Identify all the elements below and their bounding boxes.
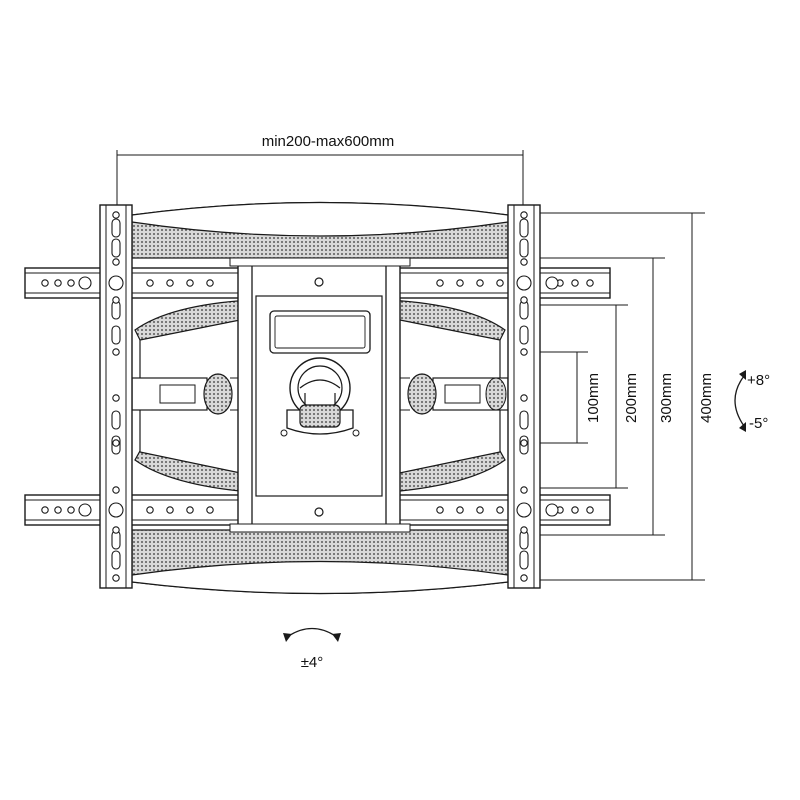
width-dimension: min200-max600mm — [116, 133, 524, 205]
tilt-indicator: +8° -5° — [734, 370, 770, 432]
upright-slot — [111, 550, 121, 570]
rail-hole — [476, 506, 484, 514]
upright-bolt — [516, 502, 532, 518]
upright-hole — [112, 394, 120, 402]
upright-hole — [520, 348, 528, 356]
rail-bolt — [545, 503, 559, 517]
rail-hole — [67, 279, 75, 287]
right-upright — [507, 204, 541, 589]
upright-slot — [519, 410, 529, 430]
rail-hole — [496, 279, 504, 287]
upright-slot — [111, 410, 121, 430]
rail-hole — [436, 506, 444, 514]
upright-hole — [520, 394, 528, 402]
upright-hole — [112, 348, 120, 356]
upright-hole — [112, 258, 120, 266]
upright-hole — [112, 439, 120, 447]
upright-bolt — [108, 275, 124, 291]
upright-slot — [111, 238, 121, 258]
left-upright — [99, 204, 133, 589]
upright-hole — [112, 211, 120, 219]
rail-hole — [476, 279, 484, 287]
upright-hole — [520, 211, 528, 219]
rail-hole — [166, 279, 174, 287]
upright-hole — [520, 296, 528, 304]
upright-slot — [111, 218, 121, 238]
center-plate — [229, 257, 411, 533]
left-arm — [131, 299, 251, 493]
rail-hole — [54, 279, 62, 287]
rail-hole — [496, 506, 504, 514]
rail-hole — [41, 506, 49, 514]
right-arm — [389, 299, 509, 493]
rail-bolt — [78, 276, 92, 290]
rail-bolt — [78, 503, 92, 517]
upright-hole — [520, 574, 528, 582]
rail-bolt — [545, 276, 559, 290]
height-300-label: 300mm — [658, 373, 675, 423]
lower-crescent — [131, 529, 509, 595]
upright-hole — [520, 258, 528, 266]
rail-hole — [571, 279, 579, 287]
rail-hole — [436, 279, 444, 287]
tilt-arrow-icon — [734, 375, 745, 427]
upright-slot — [519, 325, 529, 345]
upright-hole — [112, 296, 120, 304]
rail-hole — [54, 506, 62, 514]
width-range-label: min200-max600mm — [262, 133, 395, 150]
rail-hole — [206, 279, 214, 287]
level-indicator: ±4° — [283, 627, 341, 671]
upright-hole — [520, 486, 528, 494]
tilt-down-label: -5° — [749, 415, 768, 432]
rail-hole — [586, 506, 594, 514]
rail-hole — [571, 506, 579, 514]
upright-slot — [519, 238, 529, 258]
rail-hole — [146, 279, 154, 287]
height-dimensions: 100mm 200mm 300mm 400mm — [540, 212, 715, 581]
tilt-up-label: +8° — [747, 372, 770, 389]
upright-hole — [112, 574, 120, 582]
rail-hole — [456, 506, 464, 514]
rotation-arrow-icon — [286, 627, 338, 638]
upright-slot — [519, 550, 529, 570]
height-400-label: 400mm — [698, 373, 715, 423]
rail-hole — [67, 506, 75, 514]
level-label: ±4° — [301, 654, 324, 671]
upright-slot — [111, 325, 121, 345]
rail-hole — [41, 279, 49, 287]
rail-hole — [186, 506, 194, 514]
rail-hole — [206, 506, 214, 514]
rail-hole — [146, 506, 154, 514]
upright-bolt — [516, 275, 532, 291]
upright-slot — [519, 218, 529, 238]
upright-hole — [112, 526, 120, 534]
upright-hole — [520, 526, 528, 534]
rail-hole — [166, 506, 174, 514]
rail-hole — [456, 279, 464, 287]
height-200-label: 200mm — [623, 373, 640, 423]
upright-hole — [112, 486, 120, 494]
upper-crescent — [131, 201, 509, 259]
upright-hole — [520, 439, 528, 447]
rail-hole — [586, 279, 594, 287]
rail-hole — [186, 279, 194, 287]
height-100-label: 100mm — [585, 373, 602, 423]
upright-bolt — [108, 502, 124, 518]
